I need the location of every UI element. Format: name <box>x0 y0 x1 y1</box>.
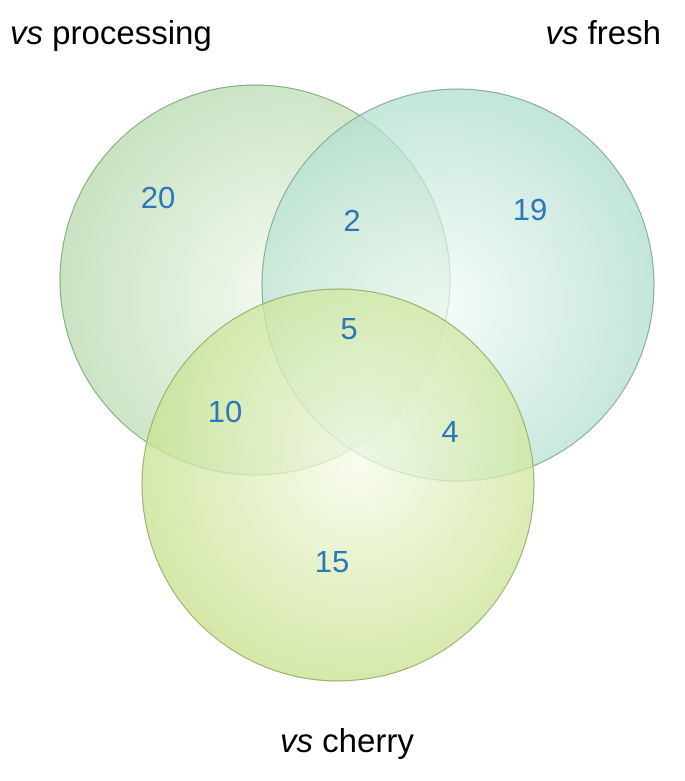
count-fresh-only: 19 <box>513 192 547 227</box>
set-label-fresh: vs fresh <box>545 16 661 49</box>
set-label-fresh-name: fresh <box>587 14 661 51</box>
set-circle-cherry <box>141 288 535 682</box>
set-label-processing-prefix: vs <box>10 14 43 51</box>
set-label-cherry-prefix: vs <box>280 722 313 759</box>
set-label-fresh-prefix: vs <box>545 14 579 51</box>
count-processing-only: 20 <box>141 180 175 215</box>
count-all-three: 5 <box>340 311 357 346</box>
count-processing-fresh: 2 <box>343 203 360 238</box>
set-label-cherry-name: cherry <box>322 722 414 759</box>
set-label-cherry: vs cherry <box>280 724 414 757</box>
count-processing-cherry: 10 <box>208 394 242 429</box>
set-label-processing: vs processing <box>10 16 212 49</box>
count-fresh-cherry: 4 <box>441 414 458 449</box>
set-label-processing-name: processing <box>52 14 212 51</box>
count-cherry-only: 15 <box>315 544 349 579</box>
